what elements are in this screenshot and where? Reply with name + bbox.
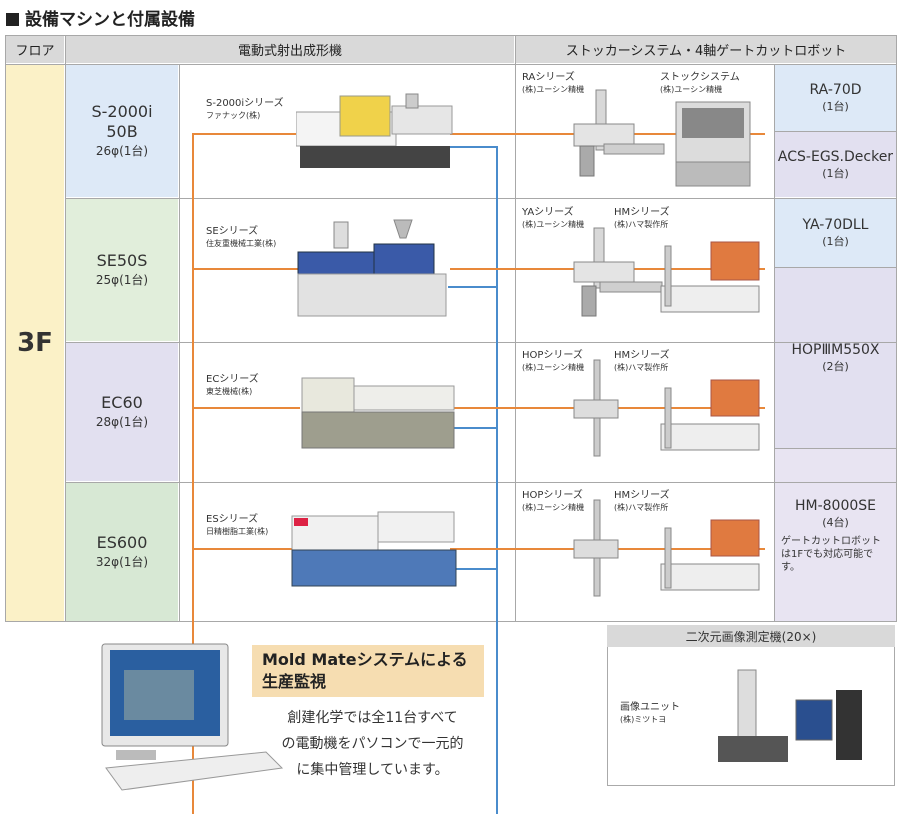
robot-model-note: ゲートカットロボットは1Fでも対応可能です。 — [781, 535, 881, 573]
robot-model-cell-5: HM-8000SE (4台) ゲートカットロボットは1Fでも対応可能です。 — [775, 449, 896, 621]
robot-model-cell-2: ACS-EGS.Decker (1台) — [775, 132, 896, 197]
machine-model-cell-1: S-2000i 50B 26φ(1台) — [66, 65, 178, 197]
injection-machine-image-3 — [301, 377, 455, 449]
machine-model-spec: 28φ(1台) — [95, 415, 149, 429]
machine-series-label-3: ECシリーズ東芝機械(株) — [206, 374, 259, 396]
robot-model-cell-1: RA-70D (1台) — [775, 65, 896, 131]
machine-model-cell-2: SE50S 25φ(1台) — [66, 199, 178, 341]
machine-model-name: S-2000i — [91, 102, 153, 121]
robot-series-label-2a: YAシリーズ(株)ユーシン精機 — [522, 207, 585, 229]
robot-series-label-3a: HOPシリーズ(株)ユーシン精機 — [522, 350, 585, 372]
measurement-header: 二次元画像測定機(20×) — [607, 625, 895, 647]
hm-robot-image-2 — [660, 379, 760, 451]
robot-series-label-4a: HOPシリーズ(株)ユーシン精機 — [522, 490, 585, 512]
machine-model-spec: 32φ(1台) — [95, 555, 149, 569]
robot-model-count: (4台) — [822, 515, 849, 529]
robot-model-count: (1台) — [822, 166, 849, 180]
floor-cell: 3F — [6, 65, 64, 621]
measuring-instrument-image — [718, 669, 862, 762]
hop-robot-image-2 — [573, 499, 619, 597]
machine-series-label-1: S-2000iシリーズファナック(株) — [206, 98, 284, 120]
robot-model-cell-4: HOPⅢM550X (2台) — [775, 268, 896, 448]
robot-model-count: (1台) — [822, 235, 849, 248]
ra-robot-image — [573, 89, 665, 177]
machine-model-spec: 26φ(1台) — [95, 144, 149, 158]
mold-mate-body: 創建化学では全11台すべて の電動機をパソコンで一元的 に集中管理しています。 — [281, 710, 464, 778]
injection-machine-image-4 — [291, 511, 457, 587]
robot-model-cell-3: YA-70DLL (1台) — [775, 199, 896, 267]
mold-mate-title: Mold Mateシステムによる 生産監視 — [252, 645, 484, 697]
injection-machine-image-1 — [296, 93, 453, 168]
injection-machine-image-2 — [297, 219, 447, 317]
machine-model-cell-3: EC60 28φ(1台) — [66, 343, 178, 481]
hm-robot-image-3 — [660, 519, 760, 591]
header-floor: フロア — [6, 36, 64, 63]
machine-model-name: SE50S — [96, 251, 148, 270]
robot-model-name: HM-8000SE — [794, 497, 877, 514]
robot-series-label-2b: HMシリーズ(株)ハマ製作所 — [614, 207, 670, 229]
robot-series-label-4b: HMシリーズ(株)ハマ製作所 — [614, 490, 670, 512]
page-title-text: 設備マシンと付属設備 — [25, 10, 195, 30]
robot-model-name: RA-70D — [809, 82, 862, 98]
robot-model-name: ACS-EGS.Decker — [777, 148, 894, 165]
hop-robot-image-1 — [573, 359, 619, 457]
hm-robot-image-1 — [660, 241, 760, 313]
header-machines: 電動式射出成形機 — [66, 36, 514, 63]
measurement-label: 画像ユニット(株)ミツトヨ — [620, 702, 680, 724]
machine-model-spec: 25φ(1台) — [95, 273, 149, 287]
mold-mate-title-line1: Mold Mateシステムによる — [262, 650, 468, 669]
mold-mate-title-line2: 生産監視 — [262, 672, 327, 691]
header-robots: ストッカーシステム・4軸ゲートカットロボット — [516, 36, 896, 63]
machine-model-name: EC60 — [101, 393, 143, 412]
robot-series-label-3b: HMシリーズ(株)ハマ製作所 — [614, 350, 670, 372]
machine-series-label-2: SEシリーズ住友重機械工業(株) — [206, 226, 277, 248]
robot-model-count: (1台) — [822, 100, 849, 113]
ya-robot-image — [573, 227, 663, 317]
computer-monitor-image — [101, 643, 284, 791]
machine-model-name-2: 50B — [106, 122, 138, 141]
robot-model-name: HOPⅢM550X — [791, 342, 880, 358]
robot-series-label-1b: ストックシステム(株)ユーシン精機 — [660, 72, 740, 94]
machine-model-cell-4: ES600 32φ(1台) — [66, 483, 178, 621]
page-title: 設備マシンと付属設備 — [6, 5, 195, 30]
robot-series-label-1a: RAシリーズ(株)ユーシン精機 — [522, 72, 585, 94]
robot-model-count: (2台) — [822, 360, 849, 373]
square-bullet-icon — [6, 13, 19, 26]
stock-system-image — [675, 101, 751, 187]
machine-series-label-4: ESシリーズ日精樹脂工業(株) — [206, 514, 269, 536]
robot-model-name: YA-70DLL — [802, 217, 869, 233]
machine-model-name: ES600 — [96, 533, 148, 552]
